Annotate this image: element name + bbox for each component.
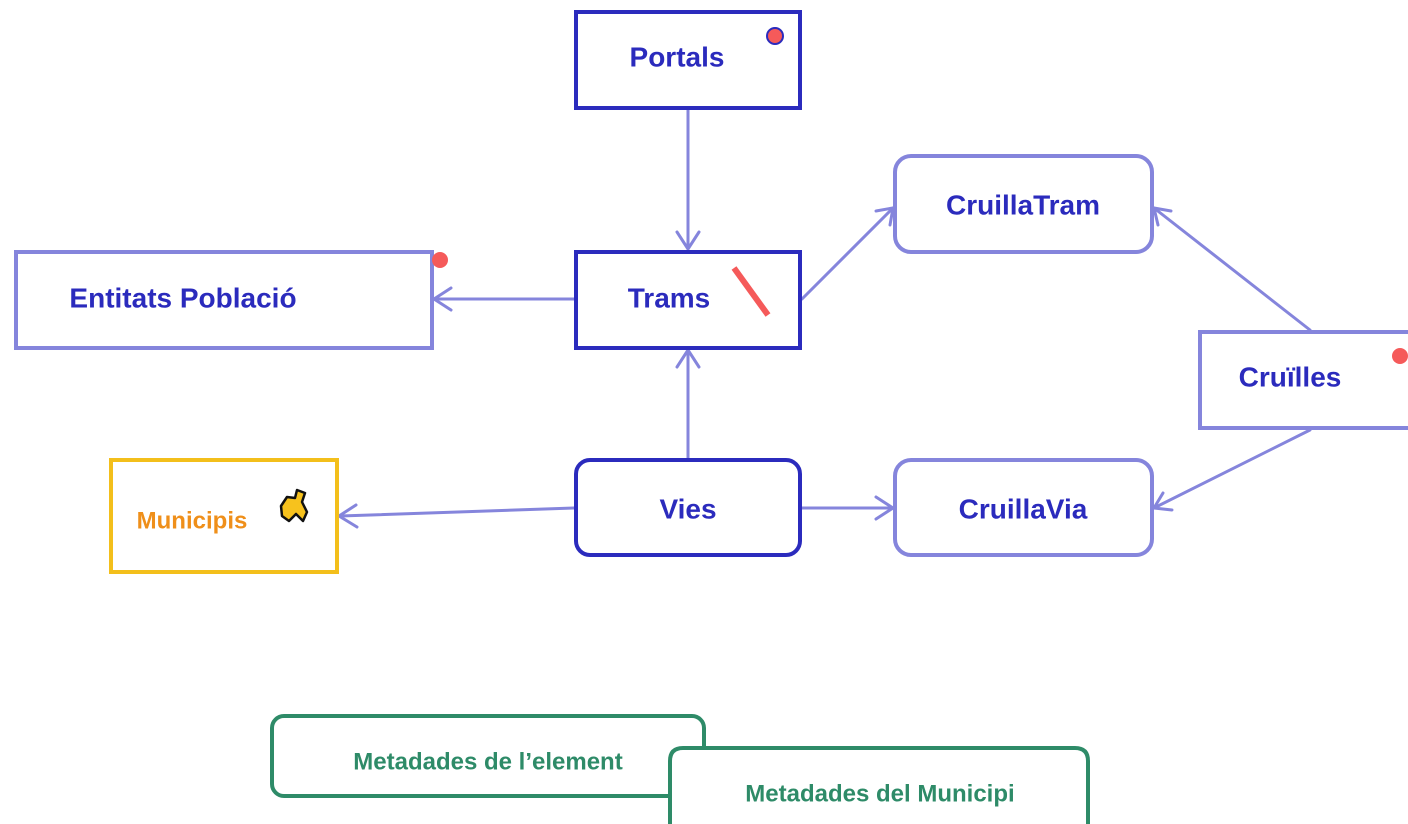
node-metadades-municipi[interactable]: Metadades del Municipi — [668, 746, 1090, 824]
node-metadades-element-label: Metadades de l’element — [353, 749, 622, 776]
node-cruillatram[interactable]: CruillaTram — [893, 154, 1154, 254]
node-entitats-label: Entitats Població — [69, 283, 296, 314]
node-cruillavia[interactable]: CruillaVia — [893, 458, 1154, 557]
line-icon — [731, 266, 771, 317]
node-vies[interactable]: Vies — [574, 458, 802, 557]
node-metadades-municipi-label: Metadades del Municipi — [745, 781, 1014, 808]
point-icon — [766, 27, 784, 45]
node-trams-label: Trams — [628, 283, 711, 314]
polygon-icon — [279, 488, 309, 523]
edge-cruilles-cruillavia — [1152, 428, 1312, 512]
node-portals-label: Portals — [630, 42, 725, 73]
node-trams[interactable]: Trams — [574, 250, 802, 350]
point-icon — [432, 252, 448, 268]
node-cruilles[interactable]: Cruïlles — [1198, 330, 1408, 430]
node-metadades-element[interactable]: Metadades de l’element — [270, 714, 706, 798]
edge-cruilles-cruillatram — [1152, 206, 1312, 332]
node-cruilles-label: Cruïlles — [1239, 362, 1342, 393]
edge-vies-trams — [675, 348, 701, 461]
node-vies-label: Vies — [659, 494, 716, 525]
node-municipis[interactable]: Municipis — [109, 458, 339, 574]
edge-trams-cruillatram — [800, 206, 895, 301]
node-portals[interactable]: Portals — [574, 10, 802, 110]
edge-vies-municipis — [337, 503, 576, 529]
node-cruillavia-label: CruillaVia — [959, 494, 1088, 525]
node-municipis-label: Municipis — [137, 508, 248, 535]
point-icon — [1392, 348, 1408, 364]
node-entitats-poblacio[interactable]: Entitats Població — [14, 250, 448, 350]
node-cruillatram-label: CruillaTram — [946, 190, 1100, 221]
edge-portals-trams — [675, 108, 701, 251]
edge-trams-entitats — [432, 286, 576, 312]
edge-vies-cruillavia — [800, 495, 895, 521]
